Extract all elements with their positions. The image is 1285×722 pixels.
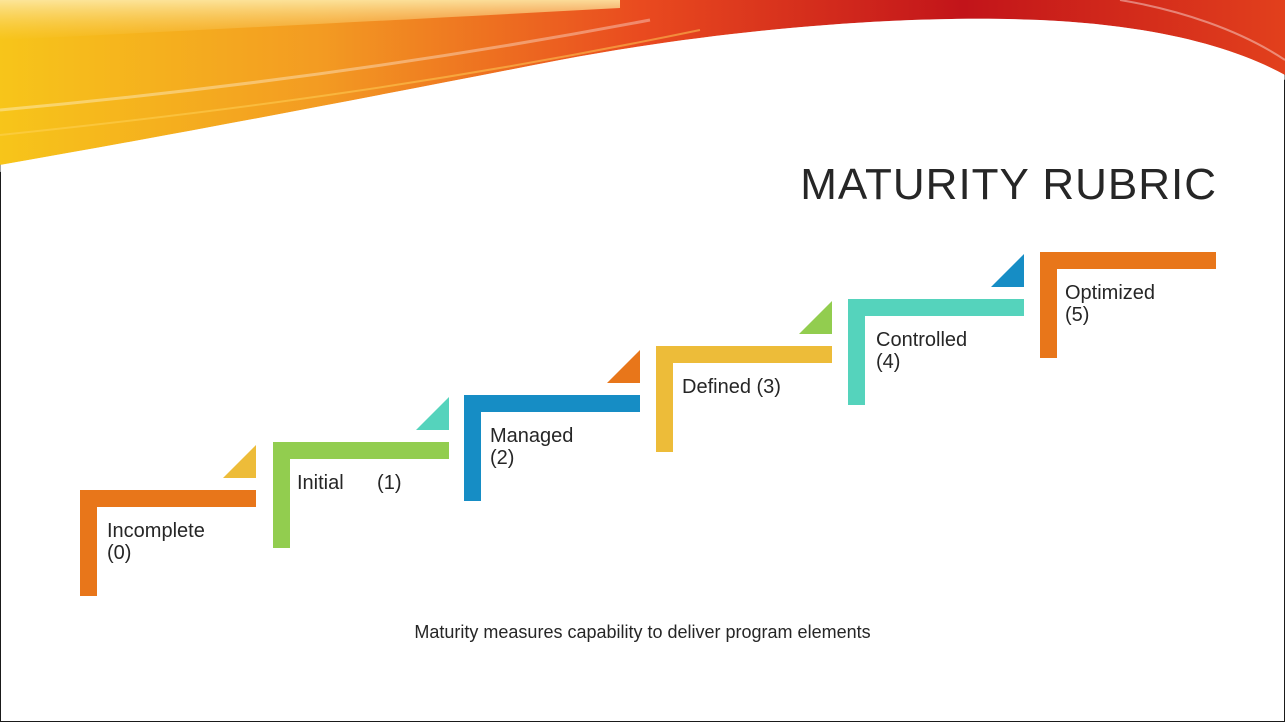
step-bar-side — [1040, 252, 1057, 358]
step-bar-side — [273, 442, 290, 548]
step-bar-side — [848, 299, 865, 405]
step-bar-top — [848, 299, 1024, 316]
step-bar-top — [273, 442, 449, 459]
step-label: Optimized (5) — [1065, 282, 1156, 326]
step-label: Defined (3) — [682, 376, 781, 398]
step-label: Controlled (4) — [876, 329, 968, 373]
slide-caption: Maturity measures capability to deliver … — [414, 622, 871, 642]
slide-title: MATURITY RUBRIC — [800, 160, 1217, 209]
step-bar-top — [464, 395, 640, 412]
step-bar-side — [464, 395, 481, 501]
step-bar-top — [656, 346, 832, 363]
decorative-swoosh — [0, 0, 1285, 172]
step-label: Initial (1) — [297, 472, 402, 494]
step-label: Incomplete (0) — [107, 520, 205, 564]
step-bar-side — [80, 490, 97, 596]
step-bar-top — [1040, 252, 1216, 269]
step-bar-side — [656, 346, 673, 452]
step-label: Managed (2) — [490, 425, 574, 469]
step-bar-top — [80, 490, 256, 507]
